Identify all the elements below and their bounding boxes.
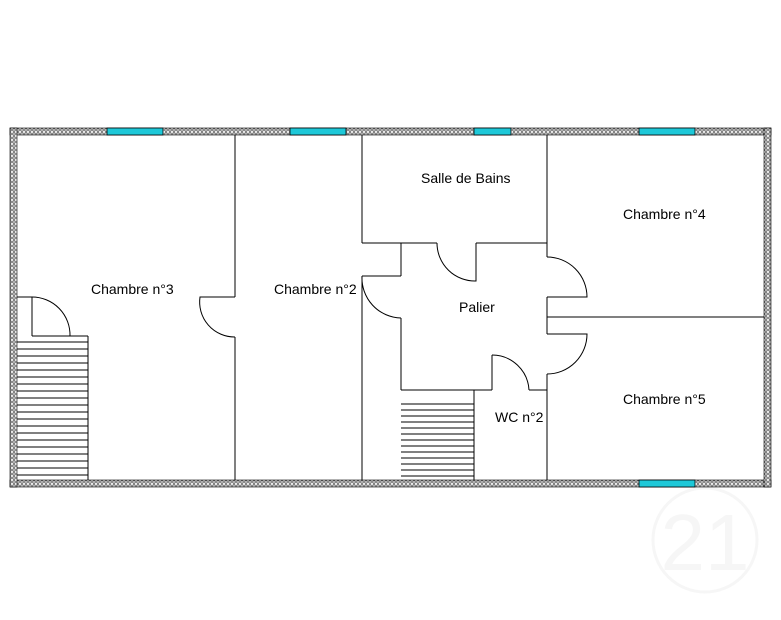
watermark-text: 21 xyxy=(661,498,750,587)
watermark-logo: 21 xyxy=(651,486,759,594)
room-label-wc-2: WC n°2 xyxy=(495,409,544,425)
stairs-center xyxy=(401,403,474,477)
door-chambre-5 xyxy=(546,333,588,375)
room-labels: Chambre n°3 Chambre n°2 Salle de Bains P… xyxy=(91,170,706,425)
window xyxy=(106,127,164,136)
room-label-salle-de-bains: Salle de Bains xyxy=(421,170,511,186)
windows xyxy=(106,127,696,488)
interior-walls xyxy=(17,135,764,480)
room-label-chambre-5: Chambre n°5 xyxy=(623,391,706,407)
room-label-chambre-2: Chambre n°2 xyxy=(274,281,357,297)
room-label-chambre-4: Chambre n°4 xyxy=(623,206,706,222)
window xyxy=(638,479,696,488)
doors xyxy=(31,242,588,391)
exterior-walls xyxy=(9,127,772,488)
door-chambre-2 xyxy=(361,275,402,319)
window xyxy=(473,127,512,136)
stairs-left xyxy=(17,341,88,476)
door-salle-de-bains xyxy=(436,242,477,282)
room-label-chambre-3: Chambre n°3 xyxy=(91,281,174,297)
door-chambre-3 xyxy=(199,296,236,338)
door-chambre-4 xyxy=(546,256,588,298)
room-label-palier: Palier xyxy=(459,299,495,315)
window xyxy=(289,127,347,136)
window xyxy=(638,127,696,136)
door-stair xyxy=(31,296,71,337)
door-wc xyxy=(491,354,530,391)
